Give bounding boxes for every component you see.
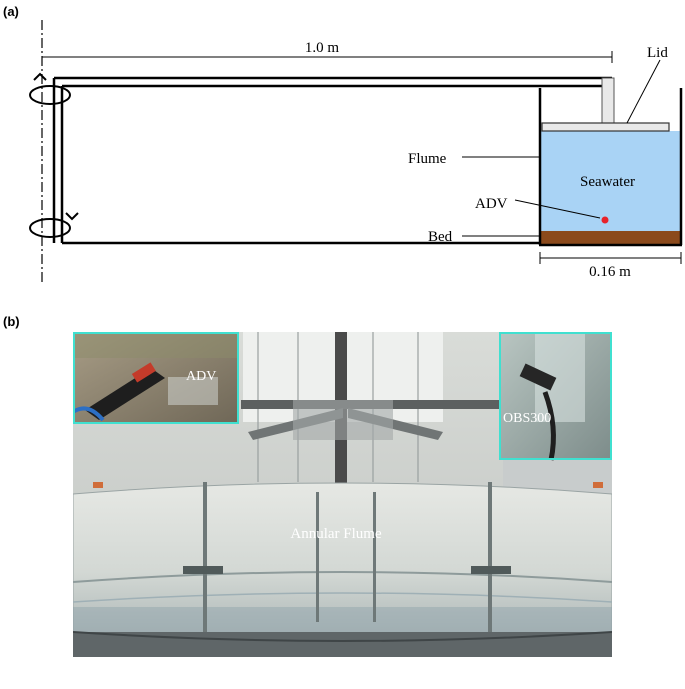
rotation-arrow-top-icon bbox=[29, 72, 71, 105]
panel-a-label: (a) bbox=[3, 4, 19, 19]
flume-walls bbox=[538, 88, 683, 247]
bed-sediment bbox=[540, 231, 681, 244]
lab-photo: ADV OBS300 Annular Flume bbox=[73, 332, 612, 657]
flume-label: Flume bbox=[408, 151, 447, 167]
inset-adv-label: ADV bbox=[186, 369, 216, 384]
lid-label: Lid bbox=[647, 45, 668, 61]
lid-leader bbox=[626, 59, 661, 124]
adv-inset bbox=[73, 332, 239, 424]
panel-b-label: (b) bbox=[3, 314, 20, 329]
flume-schematic: 1.0 m Lid Flume Seawater ADV Bed bbox=[29, 20, 683, 282]
inset-obs300-label: OBS300 bbox=[503, 411, 551, 426]
dimension-label-bottom: 0.16 m bbox=[589, 264, 631, 280]
rotation-arrow-bottom-icon bbox=[29, 212, 79, 238]
seawater-label: Seawater bbox=[580, 174, 635, 190]
rotating-arm bbox=[52, 76, 614, 245]
seawater bbox=[540, 131, 681, 231]
obs300-inset bbox=[499, 332, 612, 461]
adv-sensor-dot bbox=[601, 216, 609, 224]
annular-flume-label: Annular Flume bbox=[290, 526, 382, 542]
lid bbox=[541, 122, 670, 132]
lab-photo-illustration: ADV OBS300 Annular Flume bbox=[73, 332, 612, 657]
lid-post bbox=[601, 77, 615, 124]
adv-label: ADV bbox=[475, 196, 508, 212]
dimension-label-top: 1.0 m bbox=[305, 40, 340, 56]
bed-label: Bed bbox=[428, 229, 453, 245]
adv-leader bbox=[514, 199, 601, 219]
